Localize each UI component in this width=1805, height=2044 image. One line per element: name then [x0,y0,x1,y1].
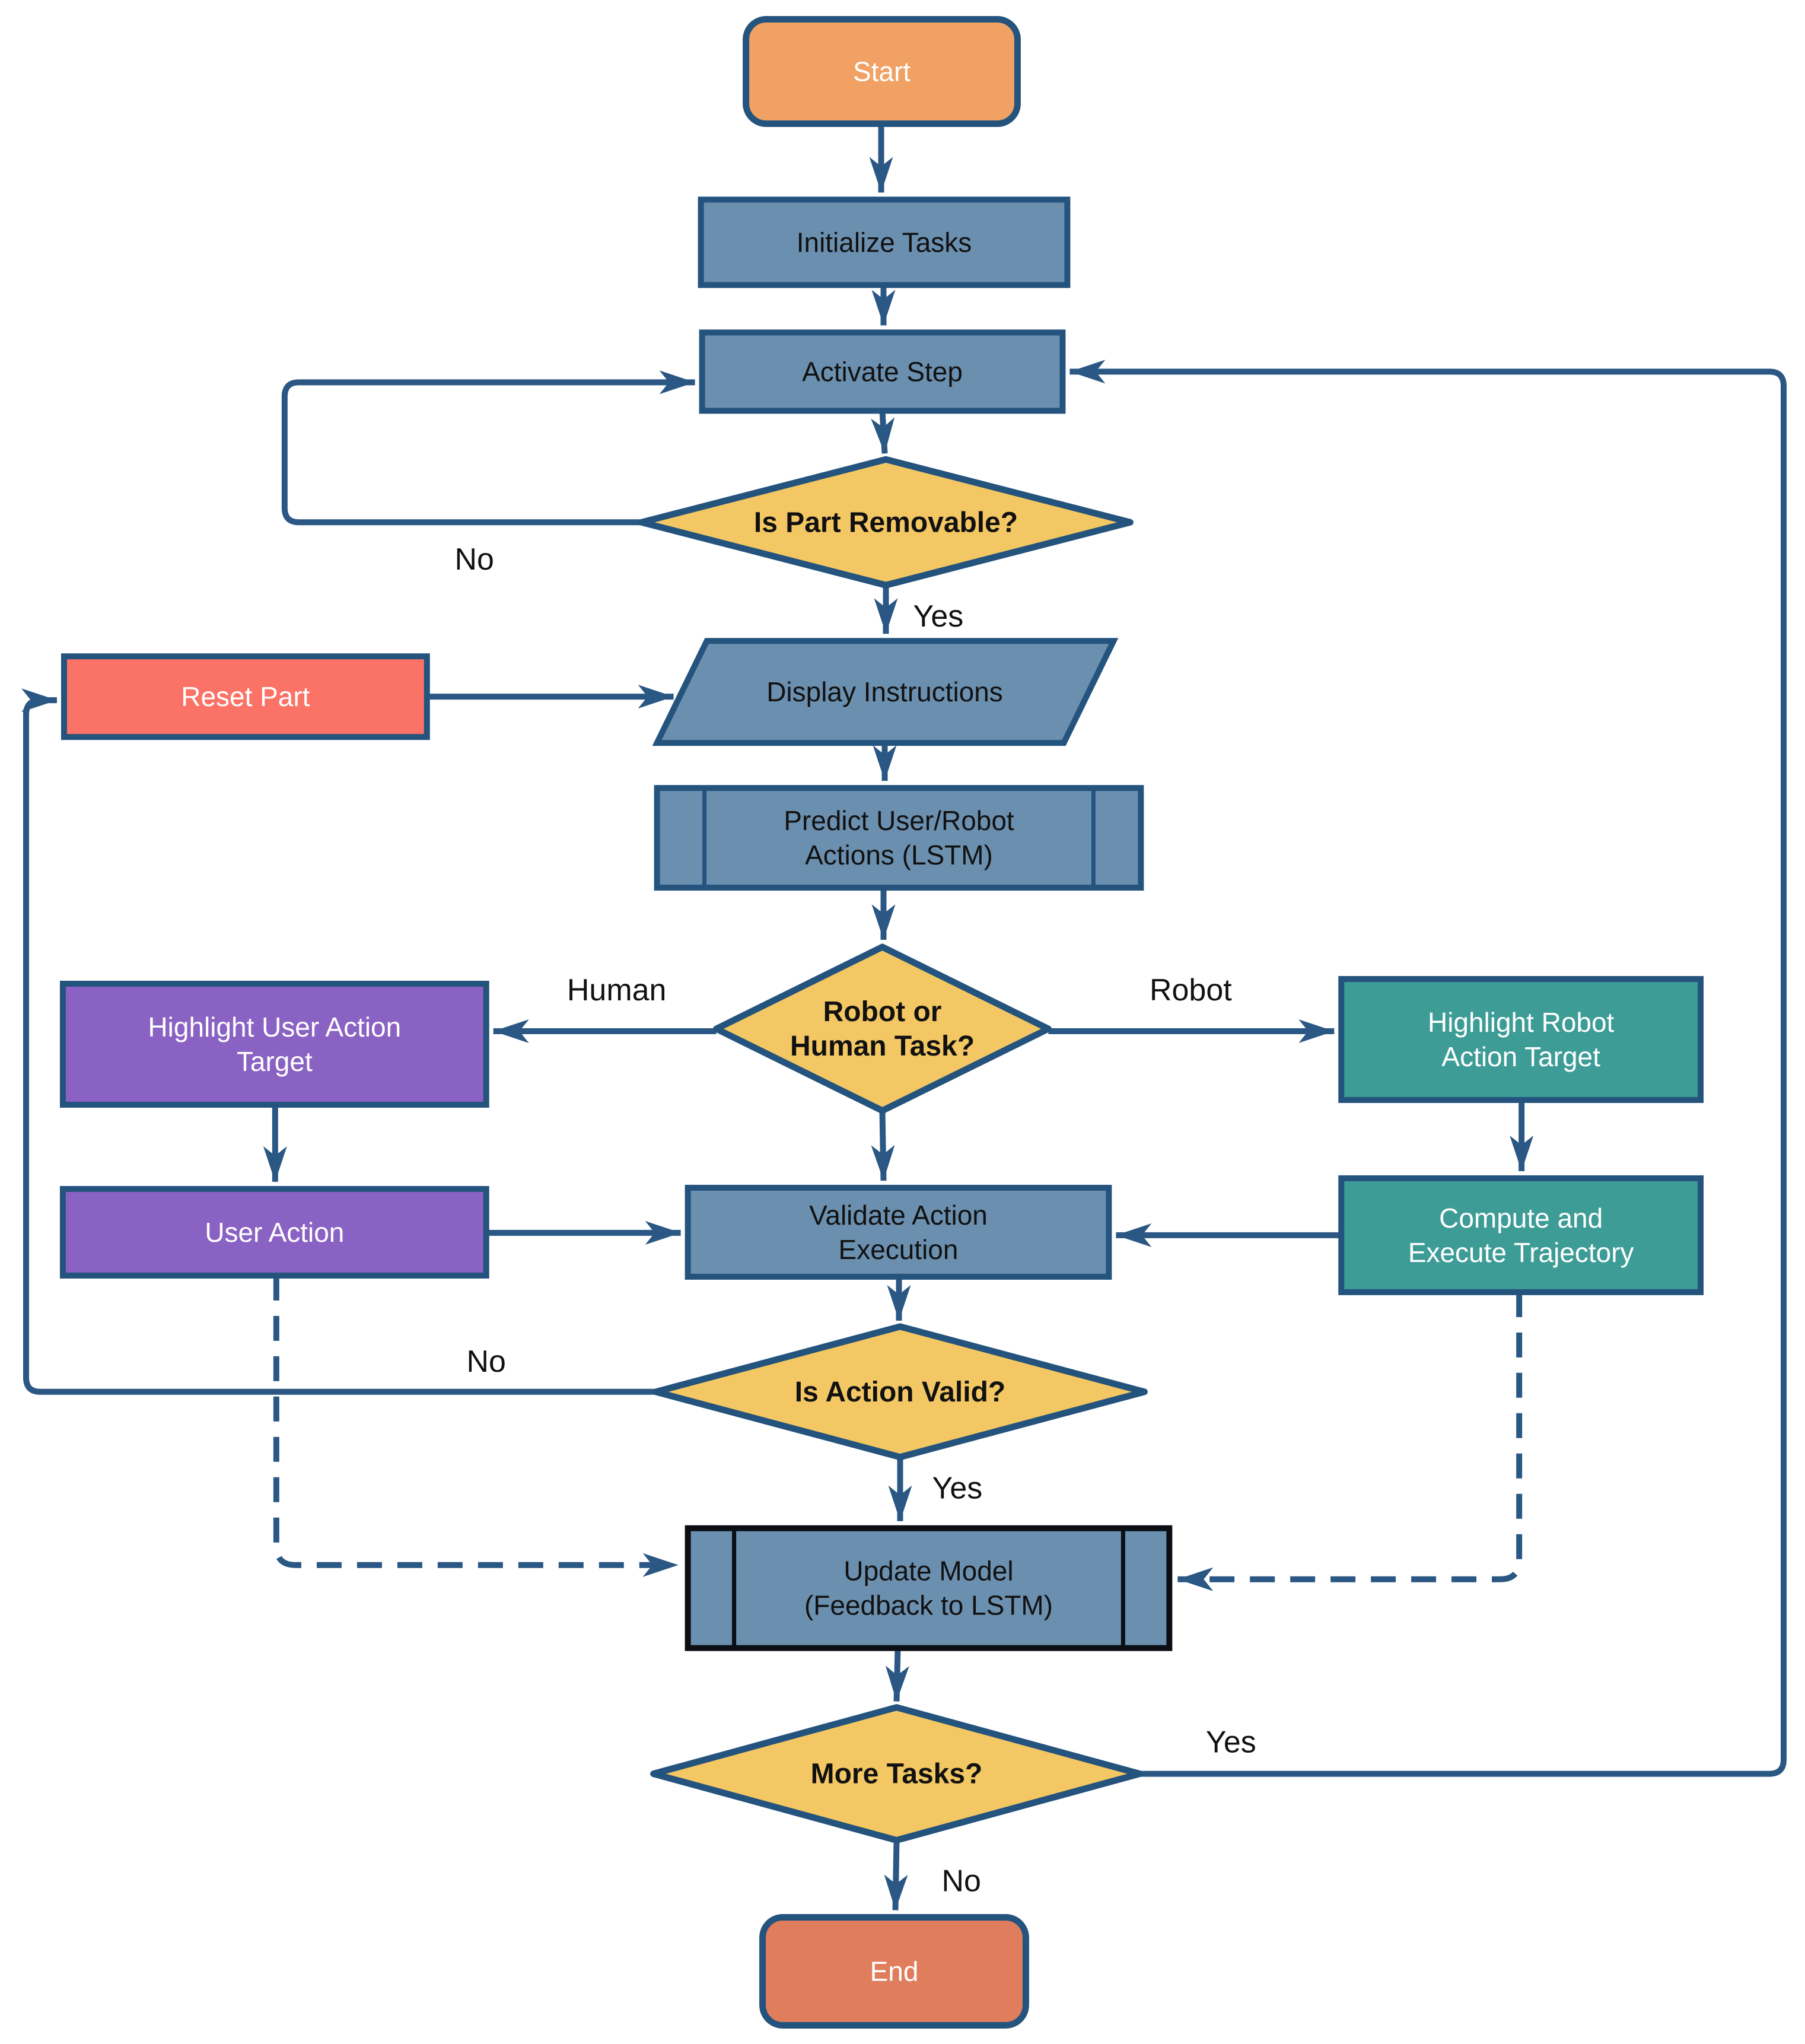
edge-more-tasks-yes-loop [1069,360,1787,1777]
edge-compute-feedback-dashed [1177,1292,1523,1591]
is-action-valid-shape [652,1323,1148,1461]
predict-actions-shape [654,785,1144,891]
end-shape [759,1914,1029,2029]
display-instructions-shape [652,638,1119,746]
label-human: Human [567,973,667,1007]
node-is-action-valid: Is Action Valid? [652,1323,1148,1461]
reset-part-shape [61,653,430,740]
compute-execute-trajectory-shape [1338,1175,1704,1295]
node-reset-part: Reset Part [61,653,430,740]
edge-user-action-feedback-dashed [273,1275,679,1577]
node-more-tasks: More Tasks? [650,1704,1143,1844]
node-initialize-tasks: Initialize Tasks [698,196,1071,288]
initialize-tasks-shape [698,196,1071,288]
highlight-robot-action-target-shape [1338,976,1704,1103]
node-is-part-removable: Is Part Removable? [638,456,1134,589]
node-user-action: User Action [59,1185,489,1279]
label-is-valid-yes: Yes [932,1471,982,1506]
update-model-shape [685,1525,1173,1651]
label-removable-no: No [455,542,494,577]
node-end: End [759,1914,1029,2029]
user-action-shape [59,1185,489,1279]
edge-more-tasks-no [884,1840,908,1911]
is-part-removable-shape [638,456,1134,589]
edge-is-valid-no-loop-to-reset [21,688,656,1395]
highlight-user-action-target-shape [59,981,489,1108]
label-more-tasks-yes: Yes [1206,1725,1256,1760]
edges-layer [21,126,1787,1911]
activate-step-shape [699,329,1066,414]
node-update-model: Update Model(Feedback to LSTM) [685,1525,1173,1651]
node-activate-step: Activate Step [699,329,1066,414]
robot-or-human-task-shape [713,943,1052,1114]
validate-action-execution-shape [685,1184,1112,1280]
edge-update-to-more-tasks [885,1648,909,1702]
label-more-tasks-no: No [941,1864,981,1899]
label-is-valid-no: No [467,1344,506,1379]
edge-task-type-to-validate [871,1110,895,1181]
start-shape [743,16,1021,127]
more-tasks-shape [650,1704,1143,1844]
label-removable-yes: Yes [913,599,963,634]
label-robot: Robot [1150,973,1232,1007]
node-display-instructions: Display Instructions [652,638,1119,746]
node-start: Start [743,16,1021,127]
edge-activate-to-removable [871,411,895,454]
edge-removable-no-loop [281,370,695,526]
